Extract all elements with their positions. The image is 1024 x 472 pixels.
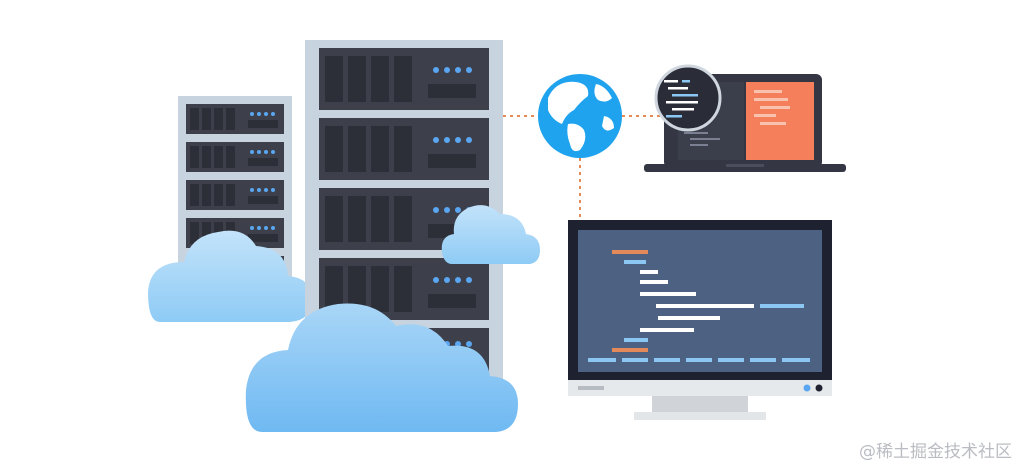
cloud-icon	[245, 303, 519, 432]
globe-icon	[538, 74, 622, 158]
monitor-code-lines	[588, 250, 810, 362]
magnifier-icon	[654, 64, 722, 132]
watermark-text: @稀土掘金技术社区	[859, 442, 1012, 462]
cloud-icon	[148, 230, 312, 322]
monitor-icon	[568, 220, 832, 420]
cloud-icon	[441, 205, 540, 264]
network-connectors	[503, 115, 662, 218]
